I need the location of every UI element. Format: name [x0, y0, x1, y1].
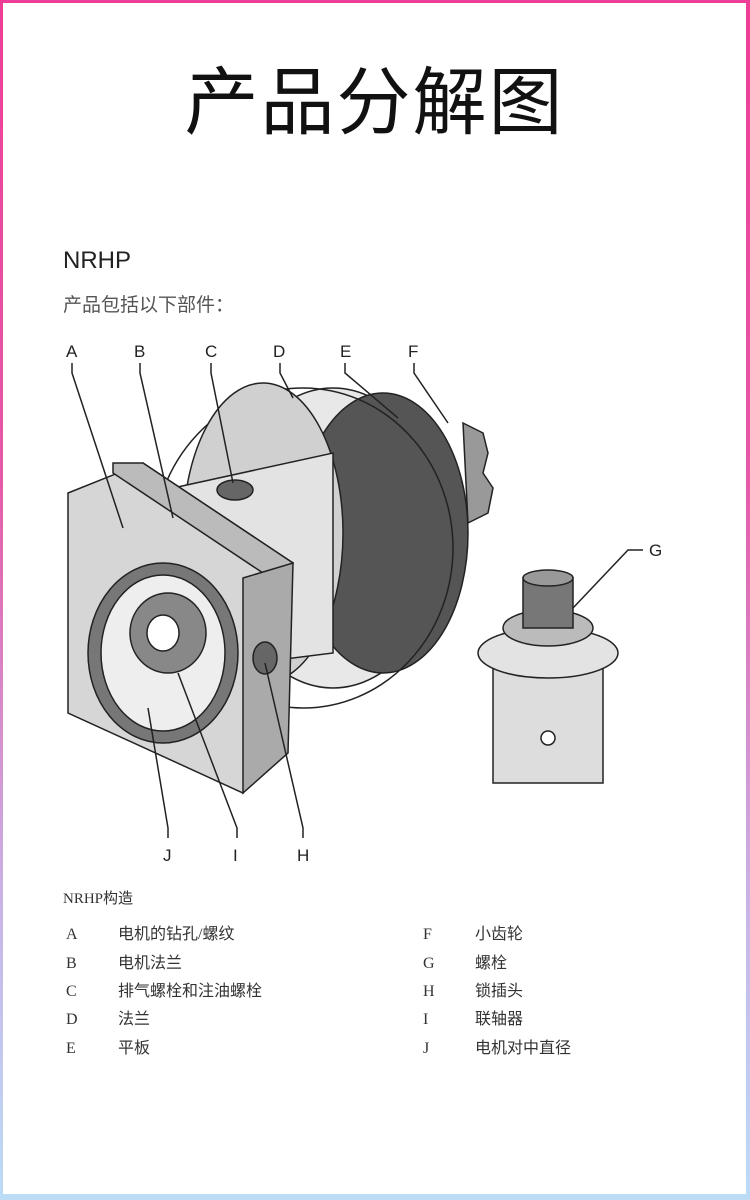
label-b: B [134, 342, 145, 361]
label-h: H [297, 846, 309, 865]
label-g: G [649, 541, 662, 560]
subtitle: 产品包括以下部件： [63, 294, 235, 316]
label-a: A [66, 342, 78, 361]
label-d: D [273, 342, 285, 361]
spare-part-illustration [477, 569, 619, 784]
legend-caption: NRHP构造 [63, 891, 134, 907]
page: 产品分解图 NRHP 产品包括以下部件： A B C D E F G [3, 3, 746, 1194]
label-e: E [340, 342, 351, 361]
exploded-diagram: A B C D E F G H I J [66, 342, 662, 865]
model-name: NRHP [63, 247, 132, 274]
leader-lines [71, 363, 643, 838]
label-i: I [233, 846, 238, 865]
gearbox-illustration [67, 382, 494, 795]
page-title: 产品分解图 [184, 60, 565, 146]
label-j: J [163, 846, 172, 865]
label-c: C [205, 342, 217, 361]
label-f: F [408, 342, 418, 361]
